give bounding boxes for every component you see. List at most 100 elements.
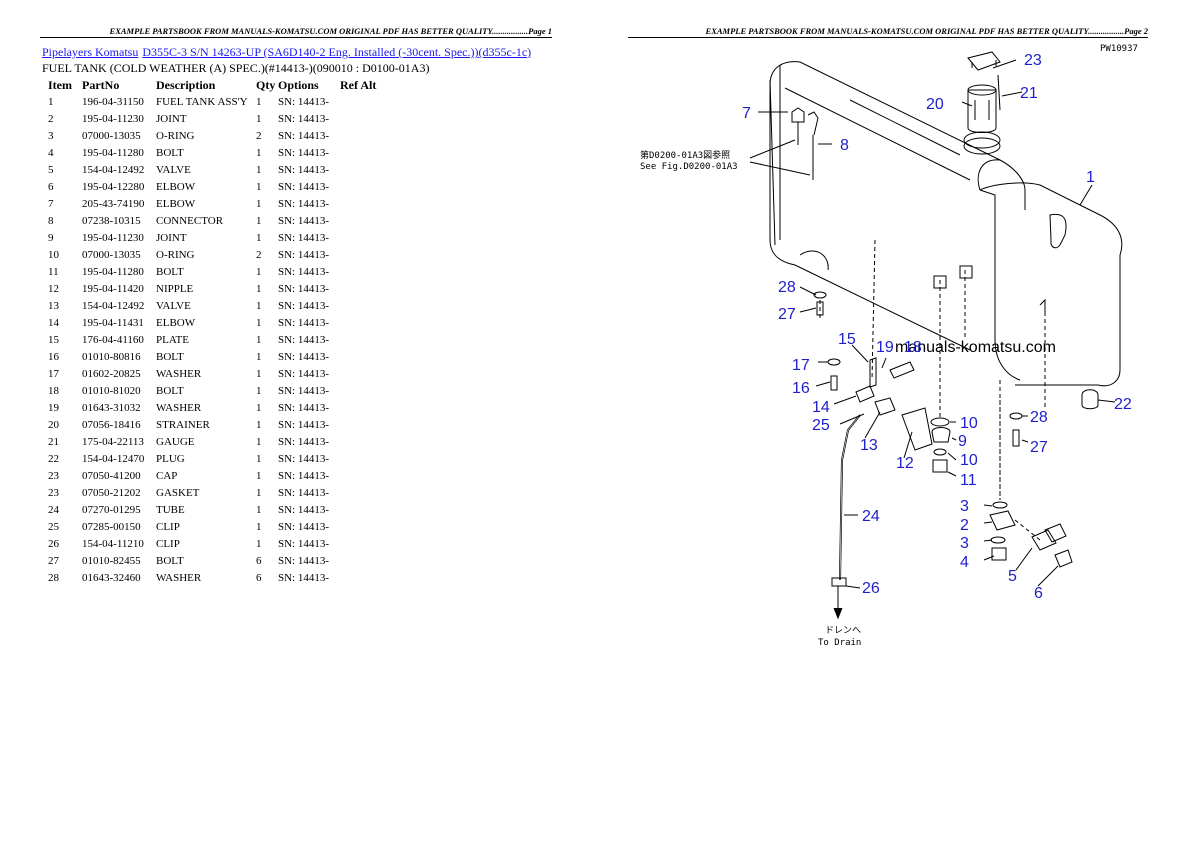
cell-options: SN: 14413- — [278, 350, 330, 363]
cell-partno: 196-04-31150 — [82, 95, 144, 108]
cell-item: 5 — [48, 163, 54, 176]
cell-description: ELBOW — [156, 316, 196, 329]
cell-options: SN: 14413- — [278, 163, 330, 176]
cell-description: BOLT — [156, 265, 184, 278]
cell-item: 25 — [48, 520, 59, 533]
cell-item: 10 — [48, 248, 59, 261]
cell-ref-alt — [340, 331, 390, 348]
cell-qty: 1 — [256, 197, 262, 210]
cell-options: SN: 14413- — [278, 180, 330, 193]
cell-item: 27 — [48, 554, 59, 567]
cell-description: NIPPLE — [156, 282, 194, 295]
cell-item: 13 — [48, 299, 59, 312]
cell-partno: 07050-21202 — [82, 486, 141, 499]
cell-options: SN: 14413- — [278, 418, 330, 431]
cell-qty: 1 — [256, 486, 262, 499]
cell-options: SN: 14413- — [278, 435, 330, 448]
callout-8: 8 — [840, 137, 849, 154]
cell-description: WASHER — [156, 401, 202, 414]
parts-diagram: PW10937 第D0200-01A3図参照 See Fig.D0200-01A… — [640, 44, 1138, 648]
cell-description: BOLT — [156, 554, 184, 567]
callout-18: 18 — [904, 339, 922, 356]
cell-ref-alt — [340, 161, 390, 178]
cell-description: O-RING — [156, 129, 195, 142]
cell-description: JOINT — [156, 231, 187, 244]
page-subtitle: FUEL TANK (COLD WEATHER (A) SPEC.)(#1441… — [42, 61, 430, 75]
see-fig-jp: 第D0200-01A3図参照 — [640, 149, 730, 161]
cell-description: TUBE — [156, 503, 185, 516]
cell-partno: 07050-41200 — [82, 469, 141, 482]
cell-partno: 07000-13035 — [82, 129, 141, 142]
cell-options: SN: 14413- — [278, 316, 330, 329]
cell-ref-alt — [340, 433, 390, 450]
col-description: Description — [156, 77, 216, 92]
drain-tube — [839, 414, 861, 581]
cell-partno: 205-43-74190 — [82, 197, 145, 210]
callout-24: 24 — [862, 508, 880, 525]
cell-partno: 07285-00150 — [82, 520, 141, 533]
cell-ref-alt — [340, 348, 390, 365]
callout-25: 25 — [812, 417, 830, 434]
parts-table: Item PartNo Description Qty Options Ref … — [44, 77, 390, 586]
cell-options: SN: 14413- — [278, 265, 330, 278]
callout-1: 1 — [1086, 169, 1095, 186]
callout-10b: 10 — [960, 452, 978, 469]
callout-13: 13 — [860, 437, 878, 454]
cell-partno: 01643-31032 — [82, 401, 141, 414]
cell-description: CONNECTOR — [156, 214, 224, 227]
cell-ref-alt — [340, 382, 390, 399]
cell-description: JOINT — [156, 112, 187, 125]
cell-qty: 1 — [256, 384, 262, 397]
cell-ref-alt — [340, 399, 390, 416]
cell-qty: 1 — [256, 112, 262, 125]
callout-3b: 3 — [960, 535, 969, 552]
cell-partno: 195-04-11420 — [82, 282, 144, 295]
cell-item: 23 — [48, 469, 59, 482]
cell-partno: 176-04-41160 — [82, 333, 144, 346]
cell-qty: 6 — [256, 571, 262, 584]
callout-28b: 28 — [1030, 409, 1048, 426]
cell-partno: 07000-13035 — [82, 248, 141, 261]
cell-partno: 07270-01295 — [82, 503, 141, 516]
callout-17: 17 — [792, 357, 810, 374]
breadcrumb-link-model[interactable]: D355C-3 S/N 14263-UP (SA6D140-2 Eng. Ins… — [142, 45, 532, 59]
cell-item: 17 — [48, 367, 59, 380]
cell-qty: 1 — [256, 146, 262, 159]
cell-description: ELBOW — [156, 180, 196, 193]
cell-ref-alt — [340, 501, 390, 518]
cell-ref-alt — [340, 110, 390, 127]
cell-qty: 2 — [256, 129, 262, 142]
cell-options: SN: 14413- — [278, 129, 330, 142]
figure-code: PW10937 — [1100, 44, 1138, 54]
watermark-text: manuals-komatsu.com — [895, 339, 1056, 356]
see-fig-en: See Fig.D0200-01A3 — [640, 162, 738, 172]
cell-item: 4 — [48, 146, 54, 159]
cell-partno: 195-04-11230 — [82, 112, 144, 125]
cell-ref-alt — [340, 518, 390, 535]
cell-partno: 154-04-12470 — [82, 452, 145, 465]
page1-header: EXAMPLE PARTSBOOK FROM MANUALS-KOMATSU.C… — [40, 26, 552, 38]
breadcrumb-link-category[interactable]: Pipelayers Komatsu — [42, 45, 139, 59]
cell-qty: 1 — [256, 435, 262, 448]
cell-partno: 01010-80816 — [82, 350, 141, 363]
callout-20: 20 — [926, 96, 944, 113]
page2-header: EXAMPLE PARTSBOOK FROM MANUALS-KOMATSU.C… — [628, 26, 1148, 38]
